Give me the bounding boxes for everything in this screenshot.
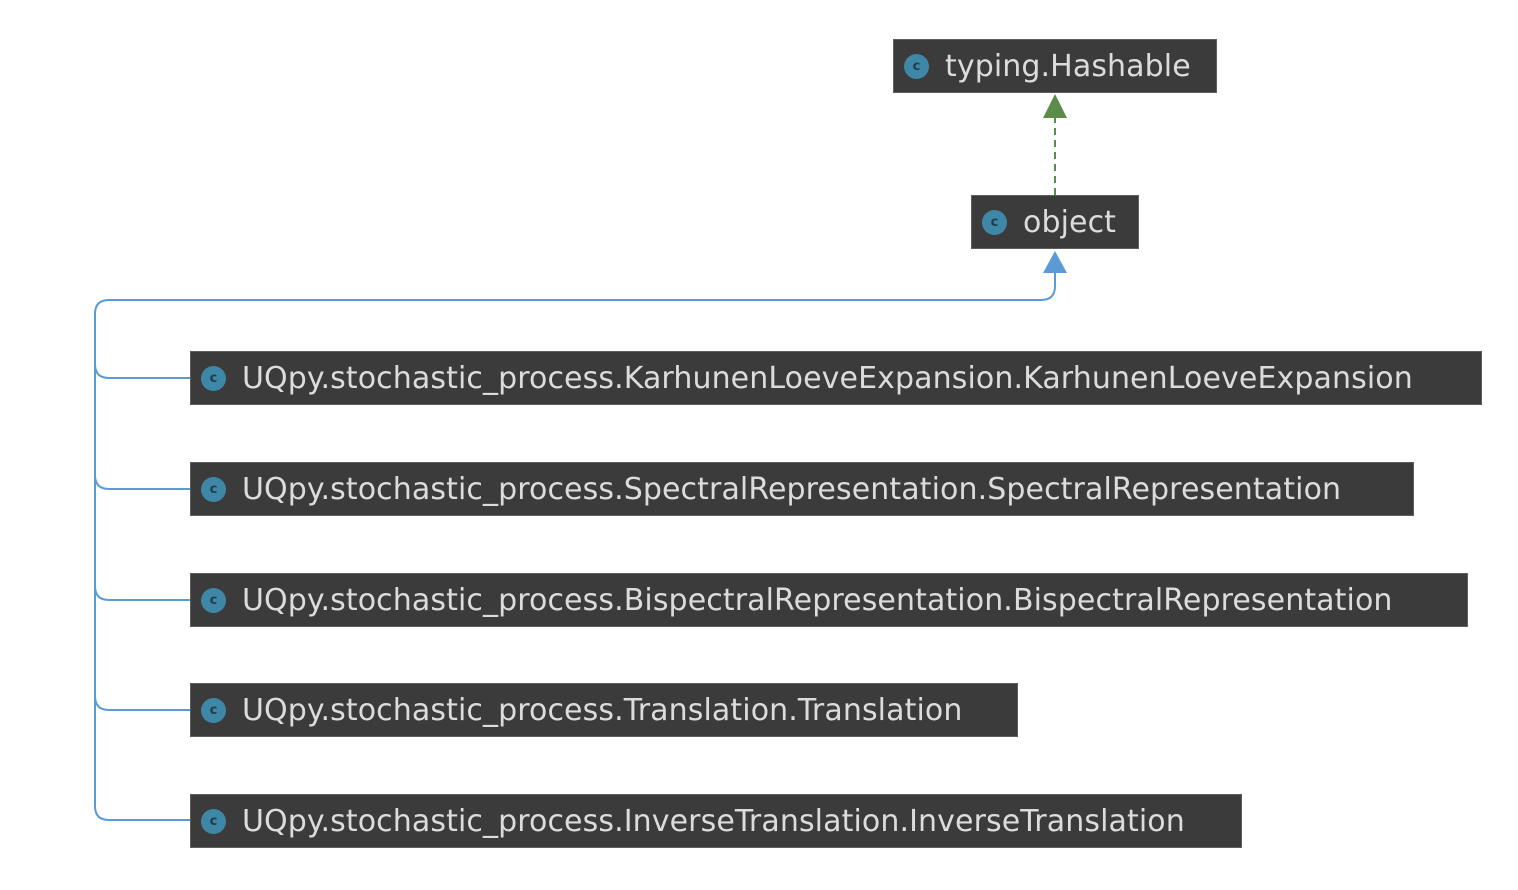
class-node-object[interactable]: c object: [971, 195, 1139, 249]
class-node-inverse-translation[interactable]: c UQpy.stochastic_process.InverseTransla…: [190, 794, 1242, 848]
class-icon: c: [201, 365, 226, 391]
class-icon: c: [201, 587, 226, 613]
class-icon: c: [904, 53, 929, 79]
class-icon: c: [201, 697, 226, 723]
class-node-label: UQpy.stochastic_process.SpectralRepresen…: [242, 471, 1342, 507]
class-node-label: UQpy.stochastic_process.BispectralRepres…: [242, 582, 1393, 618]
edge-translation-object: [94, 695, 190, 711]
class-node-typing-hashable[interactable]: c typing.Hashable: [893, 39, 1217, 93]
class-node-label: UQpy.stochastic_process.InverseTranslati…: [242, 803, 1185, 839]
edge-spectral-object: [94, 474, 190, 490]
edge-subclasses-arrowhead: [1043, 251, 1067, 273]
class-node-bispectral-representation[interactable]: c UQpy.stochastic_process.BispectralRepr…: [190, 573, 1468, 627]
class-node-translation[interactable]: c UQpy.stochastic_process.Translation.Tr…: [190, 683, 1018, 737]
class-node-label: UQpy.stochastic_process.Translation.Tran…: [242, 692, 963, 728]
class-node-label: object: [1023, 204, 1117, 240]
class-node-label: typing.Hashable: [945, 48, 1191, 84]
edge-bispectral-object: [94, 585, 190, 601]
edge-object-hashable-arrowhead: [1043, 94, 1067, 118]
class-node-label: UQpy.stochastic_process.KarhunenLoeveExp…: [242, 360, 1413, 396]
class-icon: c: [201, 808, 226, 834]
class-node-spectral-representation[interactable]: c UQpy.stochastic_process.SpectralRepres…: [190, 462, 1414, 516]
class-icon: c: [201, 476, 226, 502]
edge-karhunen-object: [94, 363, 190, 379]
class-icon: c: [982, 209, 1007, 235]
class-node-karhunen-loeve-expansion[interactable]: c UQpy.stochastic_process.KarhunenLoeveE…: [190, 351, 1482, 405]
edge-subclasses-trunk: [94, 272, 1056, 821]
